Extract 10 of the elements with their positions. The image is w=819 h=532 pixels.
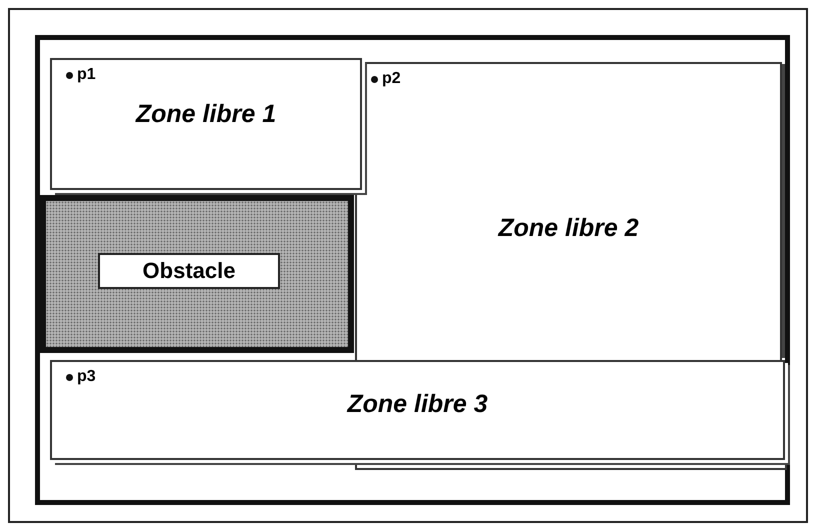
point-label: p1	[77, 66, 96, 84]
zone-name: Zone libre 2	[498, 214, 639, 243]
free-zone-area	[355, 62, 782, 360]
point-label: p3	[77, 368, 96, 386]
zone-name: Zone libre 3	[347, 390, 488, 419]
zone-name: Zone libre 1	[136, 100, 276, 129]
obstacle-label	[98, 253, 280, 289]
label-text: Obstacle	[142, 258, 236, 284]
obstacle-area	[40, 195, 354, 353]
point-label: p2	[382, 70, 401, 88]
